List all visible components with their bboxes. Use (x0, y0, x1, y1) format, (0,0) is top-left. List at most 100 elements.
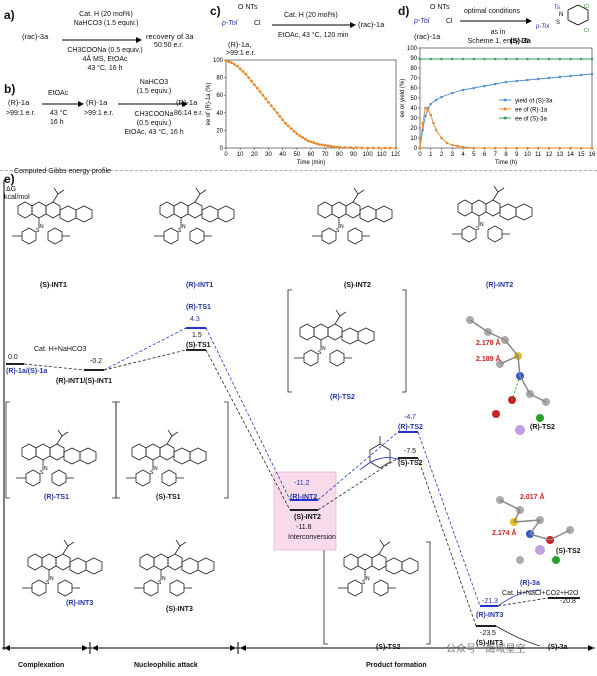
cat-label-1: Cat. H+NaHCO3 (34, 346, 87, 353)
data-point (258, 90, 262, 94)
panel-d-arrow-above: optimal conditions (464, 8, 521, 15)
data-point (424, 106, 427, 110)
struct-r-ts2-mid: (R)-TS2 (330, 394, 355, 401)
level-1-value: -0.2 (90, 358, 103, 365)
data-point (284, 121, 287, 125)
panel-c-start-er: >99:1 e.r. (226, 50, 256, 57)
data-point (366, 146, 370, 150)
level-11-label: (R)-3a (520, 580, 540, 587)
data-point (303, 137, 307, 141)
x-tick-label: 40 (279, 152, 286, 158)
x-tick-label: 6 (483, 152, 487, 158)
panel-a-reactant: (rac)-3a (22, 32, 49, 41)
xray-label-r-ts2: (R)-TS2 (530, 424, 555, 431)
x-tick-label: 70 (322, 152, 329, 158)
panel-a-product: recovery of 3a (146, 32, 194, 41)
data-point (472, 146, 476, 150)
panel-b-end-er: 86:14 e.r. (174, 110, 204, 117)
panel-c-conditions-below: EtOAc, 43 °C, 120 min (278, 32, 349, 39)
data-point (267, 100, 270, 104)
y-tick-label: 40 (216, 111, 223, 117)
data-point (332, 145, 336, 149)
data-point (264, 97, 268, 101)
panel-c-conditions-above: Cat. H (20 mol%) (284, 12, 338, 19)
x-tick-label: 16 (589, 152, 596, 158)
data-point (252, 83, 256, 87)
x-tick-label: 8 (504, 152, 508, 158)
data-point (426, 108, 430, 112)
data-point (445, 141, 449, 145)
svg-text:N: N (559, 12, 563, 18)
panel-b-middle: (R)-1a (86, 98, 108, 107)
data-point (295, 132, 299, 136)
y-tick-label: 40 (410, 106, 417, 112)
series-line (419, 107, 592, 149)
y-axis-label: ee or yield (%) (400, 79, 406, 118)
data-point (569, 57, 572, 61)
data-point (536, 77, 540, 81)
data-point (434, 128, 438, 132)
x-tick-label: 20 (251, 152, 258, 158)
level-3-label: (S)-TS1 (186, 342, 211, 349)
data-point (377, 146, 381, 150)
x-tick-label: 11 (535, 152, 542, 158)
phase-complexation: Complexation (18, 662, 65, 669)
data-point (440, 95, 443, 99)
panel-b-start: (R)-1a (8, 98, 30, 107)
data-point (360, 146, 364, 150)
level-9-value: -23.5 (480, 630, 496, 637)
interconversion-label: Interconversion (288, 534, 336, 541)
x-tick-label: 13 (556, 152, 563, 158)
struct-r-int2: (R)-INT2 (486, 282, 514, 289)
data-point (461, 57, 465, 61)
svg-text:Ts: Ts (554, 5, 560, 11)
level-8-label: (R)-INT3 (476, 612, 504, 619)
panel-d-reactant: (rac)-1a (414, 32, 441, 41)
level-10-value: -20.8 (560, 598, 576, 605)
struct-r-ts1: (R)-TS1 (44, 494, 69, 501)
data-point (590, 57, 594, 61)
struct-s-ts2-bottom: (S)-TS2 (376, 644, 401, 651)
panel-e-axis-2: kcal/mol (4, 194, 30, 201)
x-tick-label: 0 (418, 152, 422, 158)
data-point (461, 88, 465, 92)
y-tick-label: 20 (410, 126, 417, 132)
data-point (536, 146, 540, 150)
data-point (526, 57, 529, 61)
level-8-value: -21.3 (482, 598, 498, 605)
data-point (337, 145, 341, 149)
xray-label-s-ts2: (S)-TS2 (556, 548, 581, 555)
data-point (224, 59, 228, 63)
data-point (434, 98, 438, 102)
x-tick-label: 0 (224, 152, 228, 158)
x-tick-label: 60 (308, 152, 315, 158)
y-tick-label: 100 (213, 58, 224, 64)
x-tick-label: 80 (336, 152, 343, 158)
data-point (547, 146, 551, 150)
data-point (493, 57, 497, 61)
data-point (569, 74, 572, 78)
data-point (526, 146, 529, 150)
data-point (238, 67, 242, 71)
data-point (432, 121, 435, 125)
data-point (424, 114, 427, 118)
data-point (343, 146, 347, 149)
x-tick-label: 5 (472, 152, 476, 158)
plot-frame (225, 59, 397, 149)
xray-dist-4: 2.174 Å (492, 530, 517, 537)
y-tick-label: 90 (410, 56, 417, 62)
data-point (278, 114, 282, 118)
energy-profile: S N (2, 185, 595, 654)
legend-marker (503, 107, 507, 111)
level-4-value: -11.2 (294, 480, 310, 487)
y-tick-label: 100 (407, 46, 418, 52)
data-point (349, 146, 353, 149)
panel-c-reagent-sub: p-Tol (222, 20, 238, 27)
legend-marker (503, 98, 507, 102)
data-point (329, 144, 333, 148)
level-2-label: (R)-TS1 (186, 304, 211, 311)
data-point (579, 73, 583, 77)
y-tick-label: 80 (410, 66, 417, 72)
data-point (429, 102, 433, 106)
